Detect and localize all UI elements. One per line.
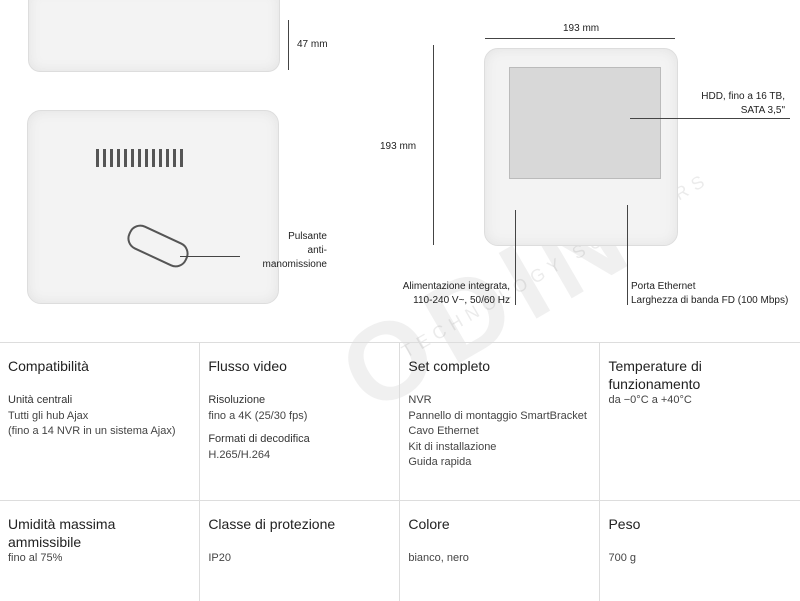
spec-value: da −0°C a +40°C: [608, 393, 792, 409]
leader-line: [627, 205, 628, 305]
tamper-label-line: Pulsante: [288, 231, 327, 242]
spec-title: Peso: [608, 516, 641, 532]
spec-line: IP20: [208, 552, 231, 564]
device-side-view: [28, 0, 280, 72]
tamper-button: [123, 220, 193, 272]
ethernet-label-line: Porta Ethernet: [631, 281, 696, 292]
dimension-line: [485, 38, 675, 39]
spec-value: IP20: [208, 551, 391, 567]
depth-dimension: 193 mm: [380, 141, 417, 152]
spec-line: Unità centrali: [8, 394, 73, 406]
spec-title: Compatibilità: [8, 358, 89, 374]
spec-title: Classe di protezione: [208, 516, 336, 532]
spec-line: fino a 4K (25/30 fps): [208, 409, 308, 422]
tamper-label-line: anti-manomissione: [262, 245, 327, 270]
spec-line: (fino a 14 NVR in un sistema Ajax): [8, 425, 176, 437]
power-label-line: 110-240 V~, 50/60 Hz: [413, 295, 510, 306]
hdd-label: HDD, fino a 16 TB, SATA 3,5": [680, 90, 785, 118]
spec-line: 700 g: [608, 552, 636, 564]
dimension-line: [288, 20, 289, 70]
spec-package: Set completo NVR Pannello di montaggio Sm…: [399, 342, 601, 501]
spec-line: Pannello di montaggio SmartBracket: [408, 409, 587, 422]
spec-value: bianco, nero: [408, 551, 591, 567]
tamper-label: Pulsante anti-manomissione: [245, 230, 327, 272]
spec-line: bianco, nero: [408, 552, 469, 564]
vent-grille: [96, 149, 184, 167]
leader-line: [630, 118, 790, 119]
leader-line: [515, 210, 516, 305]
leader-line: [180, 256, 240, 257]
spec-line: fino al 75%: [8, 552, 63, 564]
spec-title: Temperature di funzionamento: [608, 358, 702, 392]
ethernet-label-line: Larghezza di banda FD (100 Mbps): [631, 295, 789, 306]
hdd-label-line: SATA 3,5": [740, 105, 785, 116]
spec-value: Risoluzione fino a 4K (25/30 fps) Formati …: [208, 393, 391, 463]
spec-line: Risoluzione: [208, 394, 266, 406]
spec-value: 700 g: [608, 551, 792, 567]
spec-line: NVR: [408, 394, 432, 406]
height-dimension: 47 mm: [297, 39, 328, 50]
spec-line: H.265/H.264: [208, 448, 271, 461]
spec-line: Tutti gli hub Ajax: [8, 409, 89, 422]
power-label: Alimentazione integrata, 110-240 V~, 50/…: [380, 280, 510, 308]
width-dimension: 193 mm: [563, 23, 600, 34]
spec-line: da −0°C a +40°C: [608, 394, 692, 406]
spec-title: Set completo: [408, 358, 491, 374]
spec-line: Kit di installazione: [408, 440, 497, 453]
spec-line: Cavo Ethernet: [408, 425, 479, 437]
device-open-view: [484, 48, 678, 246]
spec-title: Flusso video: [208, 358, 287, 374]
spec-protection-class: Classe di protezione IP20: [199, 500, 401, 601]
device-bottom-view: [27, 110, 279, 304]
spec-title: Colore: [408, 516, 450, 532]
ethernet-label: Porta Ethernet Larghezza di banda FD (10…: [631, 280, 788, 308]
spec-weight: Peso 700 g: [599, 500, 800, 601]
spec-temperature: Temperature di funzionamento da −0°C a +…: [599, 342, 800, 501]
spec-humidity: Umidità massima ammissibile fino al 75%: [0, 500, 201, 601]
hdd-bay: [509, 67, 661, 179]
spec-line: Guida rapida: [408, 456, 472, 468]
spec-title: Umidità massima ammissibile: [8, 516, 116, 550]
dimension-line: [433, 45, 434, 245]
spec-line: Formati di decodifica: [208, 433, 310, 445]
spec-value: fino al 75%: [8, 551, 191, 567]
power-label-line: Alimentazione integrata,: [402, 281, 510, 292]
spec-color: Colore bianco, nero: [399, 500, 601, 601]
hdd-label-line: HDD, fino a 16 TB,: [701, 91, 785, 102]
spec-video-stream: Flusso video Risoluzione fino a 4K (25/30…: [199, 342, 401, 501]
